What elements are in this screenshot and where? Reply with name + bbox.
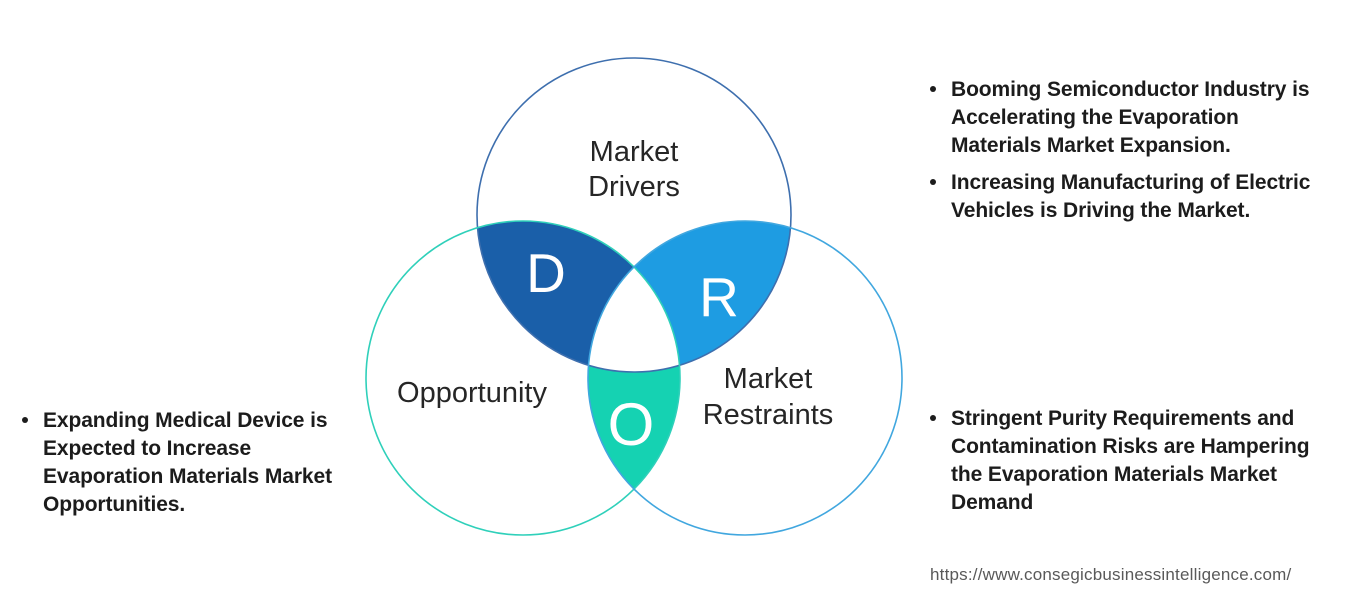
bullet-line: Booming Semiconductor Industry is (951, 78, 1310, 101)
opportunity-bullet-list: Expanding Medical Device is Expected to … (22, 407, 332, 519)
bullet-line: Increasing Manufacturing of Electric (951, 171, 1311, 194)
source-url: https://www.consegicbusinessintelligence… (930, 565, 1292, 584)
drivers-intersection-region (477, 221, 680, 372)
bullet-line: Accelerating the Evaporation (951, 106, 1239, 129)
bullet-line: Materials Market Expansion. (951, 134, 1231, 157)
bullet-line: Expanding Medical Device is (43, 409, 328, 432)
restraints-circle-outline (587, 220, 903, 536)
list-item: Increasing Manufacturing of Electric Veh… (930, 169, 1310, 225)
opportunity-letter: O (608, 391, 655, 458)
drivers-letter: D (526, 242, 566, 304)
bullet-line: the Evaporation Materials Market (951, 463, 1277, 486)
restraints-intersection-region (588, 221, 791, 372)
bullet-icon (22, 417, 28, 423)
bullet-line: Expected to Increase (43, 437, 252, 460)
bullet-line: Contamination Risks are Hampering (951, 435, 1310, 458)
bullet-icon (930, 415, 936, 421)
bullet-line: Opportunities. (43, 493, 186, 516)
restraints-bullet-list: Stringent Purity Requirements and Contam… (930, 405, 1310, 517)
list-item: Expanding Medical Device is Expected to … (22, 407, 332, 519)
list-item: Booming Semiconductor Industry is Accele… (930, 76, 1310, 160)
opportunity-circle-outline (365, 220, 681, 536)
bullet-line: Stringent Purity Requirements and (951, 407, 1295, 430)
drivers-label-line2: Drivers (588, 171, 680, 203)
opportunity-label: Opportunity (397, 377, 547, 409)
drivers-circle-outline (476, 57, 792, 373)
bullet-icon (930, 179, 936, 185)
restraints-letter: R (699, 266, 739, 328)
bullet-line: Demand (951, 491, 1034, 514)
bullet-line: Evaporation Materials Market (43, 465, 332, 488)
list-item: Stringent Purity Requirements and Contam… (930, 405, 1310, 517)
drivers-label-line1: Market (590, 136, 679, 168)
bullet-icon (930, 86, 936, 92)
drivers-bullet-list: Booming Semiconductor Industry is Accele… (930, 76, 1310, 225)
restraints-label-line1: Market (724, 363, 813, 395)
bullet-line: Vehicles is Driving the Market. (951, 199, 1251, 222)
restraints-label-line2: Restraints (703, 399, 834, 431)
